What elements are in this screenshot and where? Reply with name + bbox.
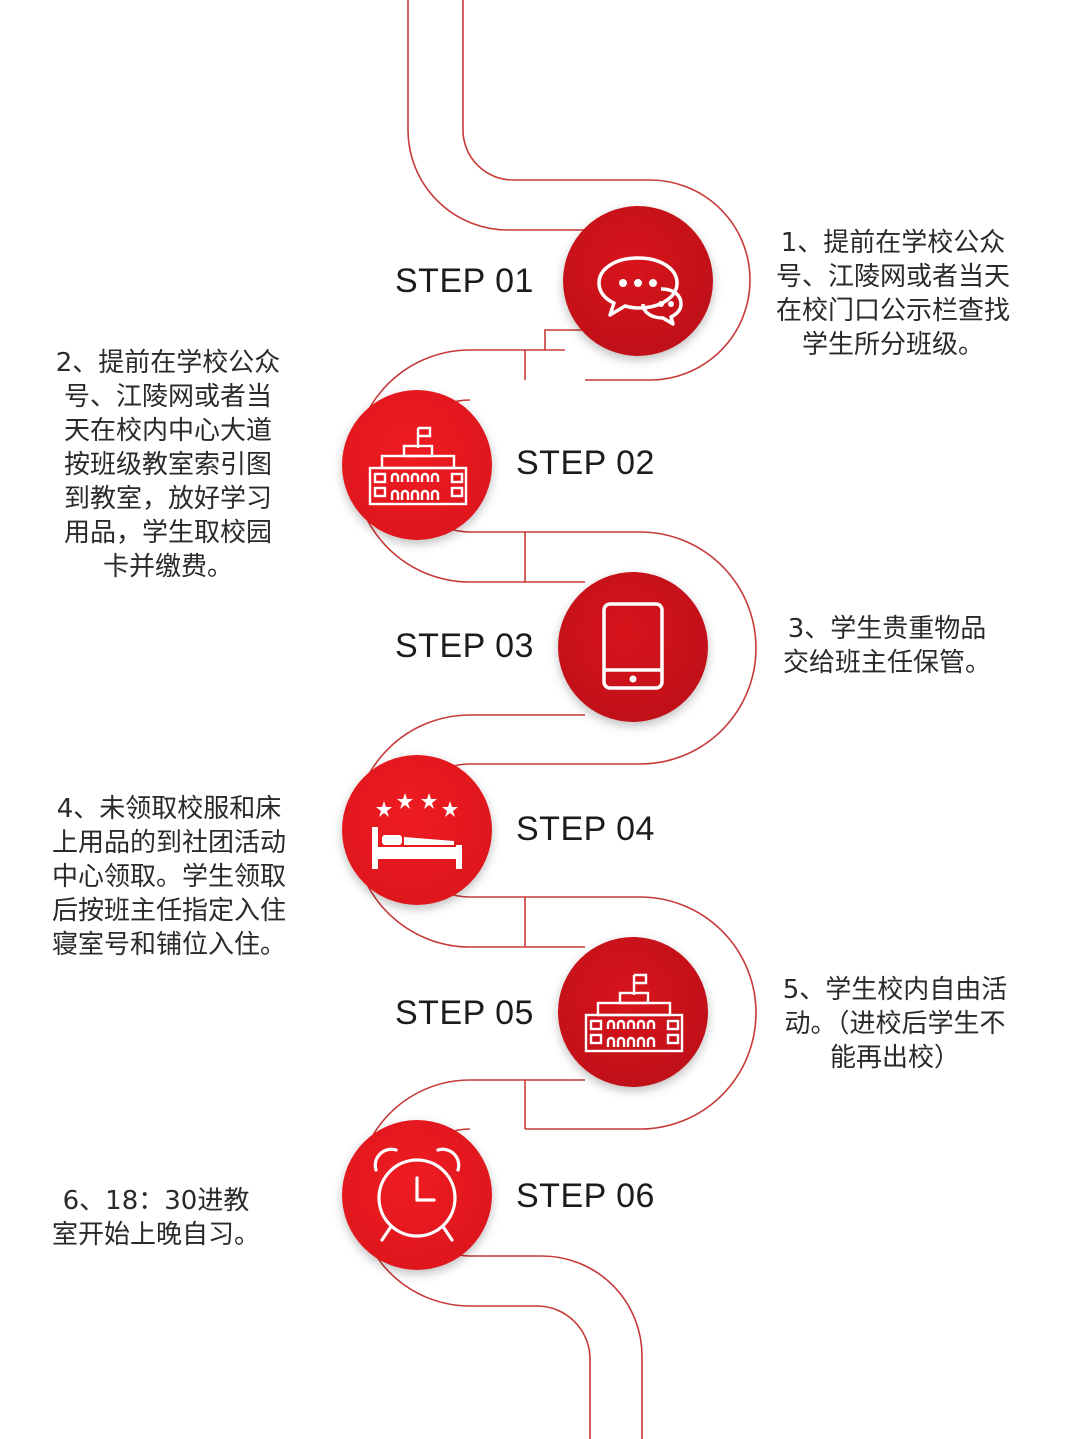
step-02-label: STEP 02 <box>516 444 655 482</box>
step-04-label: STEP 04 <box>516 810 655 848</box>
description-line: 上用品的到社团活动 <box>51 828 286 858</box>
school-building-icon <box>584 973 684 1053</box>
step-02-description: 2、提前在学校公众 号、江陵网或者当 天在校内中心大道 按班级教室索引图 到教室… <box>42 346 294 584</box>
description-line: 天在校内中心大道 <box>63 416 272 446</box>
description-line: 5、学生校内自由活 <box>782 975 1008 1005</box>
step-01-label: STEP 01 <box>395 262 534 300</box>
description-line: 号、江陵网或者当天 <box>775 262 1010 292</box>
chat-bubbles-icon <box>597 256 683 326</box>
step-06-circle <box>342 1120 492 1270</box>
description-line: 动。（进校后学生不 <box>784 1009 1006 1039</box>
description-line: 2、提前在学校公众 <box>55 348 281 378</box>
step-02-circle <box>342 390 492 540</box>
step-04-circle <box>342 755 492 905</box>
description-line: 中心领取。学生领取 <box>51 862 286 892</box>
step-06-description: 6、18：30进教 室开始上晚自习。 <box>44 1184 268 1252</box>
step-05-label: STEP 05 <box>395 994 534 1032</box>
description-line: 按班级教室索引图 <box>63 450 272 480</box>
description-line: 号、江陵网或者当 <box>63 382 272 412</box>
step-01-description: 1、提前在学校公众 号、江陵网或者当天 在校门口公示栏查找 学生所分班级。 <box>762 226 1024 362</box>
description-line: 4、未领取校服和床 <box>56 794 282 824</box>
step-01-circle <box>563 206 713 356</box>
step-03-description: 3、学生贵重物品 交给班主任保管。 <box>770 612 1004 680</box>
step-03-label: STEP 03 <box>395 627 534 665</box>
description-line: 交给班主任保管。 <box>782 648 991 678</box>
tablet-icon <box>602 602 664 690</box>
description-line: 用品，学生取校园 <box>63 518 272 548</box>
description-line: 6、18：30进教 <box>62 1186 250 1216</box>
description-line: 学生所分班级。 <box>801 330 984 360</box>
step-05-description: 5、学生校内自由活 动。（进校后学生不 能再出校） <box>762 973 1028 1075</box>
description-line: 卡并缴费。 <box>102 552 233 582</box>
alarm-clock-icon <box>373 1147 461 1242</box>
step-04-description: 4、未领取校服和床 上用品的到社团活动 中心领取。学生领取 后按班主任指定入住 … <box>36 792 302 962</box>
step-05-circle <box>558 937 708 1087</box>
description-line: 后按班主任指定入住 <box>51 896 286 926</box>
description-line: 到教室，放好学习 <box>63 484 272 514</box>
step-06-label: STEP 06 <box>516 1177 655 1215</box>
description-line: 3、学生贵重物品 <box>787 614 987 644</box>
school-building-icon <box>368 426 468 506</box>
hotel-bed-icon <box>372 793 462 869</box>
description-line: 在校门口公示栏查找 <box>775 296 1010 326</box>
description-line: 能再出校） <box>829 1043 960 1073</box>
description-line: 室开始上晚自习。 <box>51 1220 260 1250</box>
description-line: 寝室号和铺位入住。 <box>51 930 286 960</box>
description-line: 1、提前在学校公众 <box>780 228 1006 258</box>
step-03-circle <box>558 572 708 722</box>
